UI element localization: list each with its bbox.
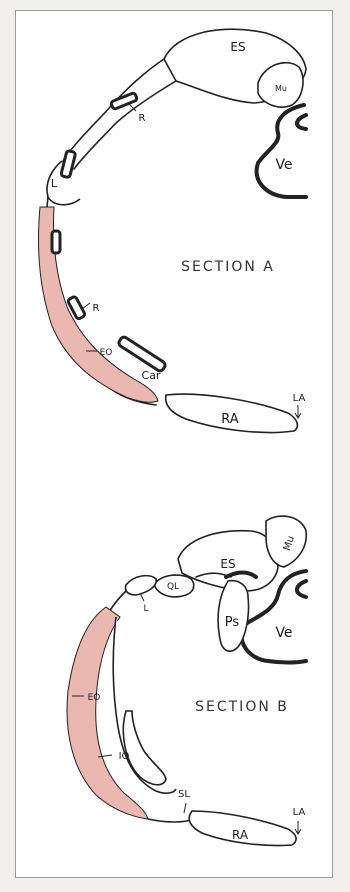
section-diagram-canvas: ES Mu Ve R L SECTION A R EO Car RA LA [16, 11, 332, 877]
section-a-label-es: ES [230, 40, 245, 54]
section-a-title: SECTION A [181, 259, 275, 275]
section-b-lateral-line [110, 591, 126, 611]
section-b-label-ve: Ve [275, 625, 292, 641]
section-b-linea-alba-arrow [295, 821, 301, 834]
section-b-label-la: LA [293, 807, 306, 818]
section-a-label-eo: EO [100, 348, 113, 358]
section-b-label-ra: RA [232, 828, 249, 842]
section-a-label-la: LA [293, 393, 306, 404]
section-a-diagram [39, 29, 307, 432]
section-b-label-ql: QL [167, 582, 179, 592]
section-b-wall-outline [148, 819, 194, 822]
section-a-label-mu: Mu [275, 84, 287, 93]
anatomy-figure: ES Mu Ve R L SECTION A R EO Car RA LA [15, 10, 333, 878]
section-b-label-eo: EO [88, 693, 101, 703]
section-b-sl-leader [184, 803, 186, 813]
section-a-linea-alba-arrow [295, 405, 301, 418]
section-b-label-es: ES [220, 557, 235, 571]
section-a-label-car: Car [142, 369, 161, 382]
section-b-title: SECTION B [195, 699, 289, 715]
section-a-vertebra-process [297, 115, 306, 129]
section-b-label-l: L [143, 604, 148, 614]
section-a-inner-wall [74, 81, 176, 169]
section-a-costal-cartilage [117, 336, 166, 373]
section-b-label-io: IO [119, 751, 130, 762]
section-a-label-r-upper: R [139, 113, 146, 124]
section-a-posterior-wall [63, 59, 164, 161]
section-a-label-l: L [51, 177, 58, 190]
section-a-label-r-lower: R [93, 303, 100, 314]
section-a-label-ra: RA [221, 412, 239, 427]
section-a-r2-leader [82, 303, 90, 309]
section-a-label-ve: Ve [275, 157, 292, 173]
section-a-rib-upper [110, 92, 137, 109]
section-b-label-ps: Ps [225, 615, 240, 630]
section-b-latissimus-lobe [125, 576, 156, 595]
section-b-label-sl: SL [178, 789, 190, 800]
section-a-rib-mid [52, 231, 60, 253]
section-a-rib-l [61, 150, 76, 177]
section-b-vertebra-process [297, 581, 306, 597]
